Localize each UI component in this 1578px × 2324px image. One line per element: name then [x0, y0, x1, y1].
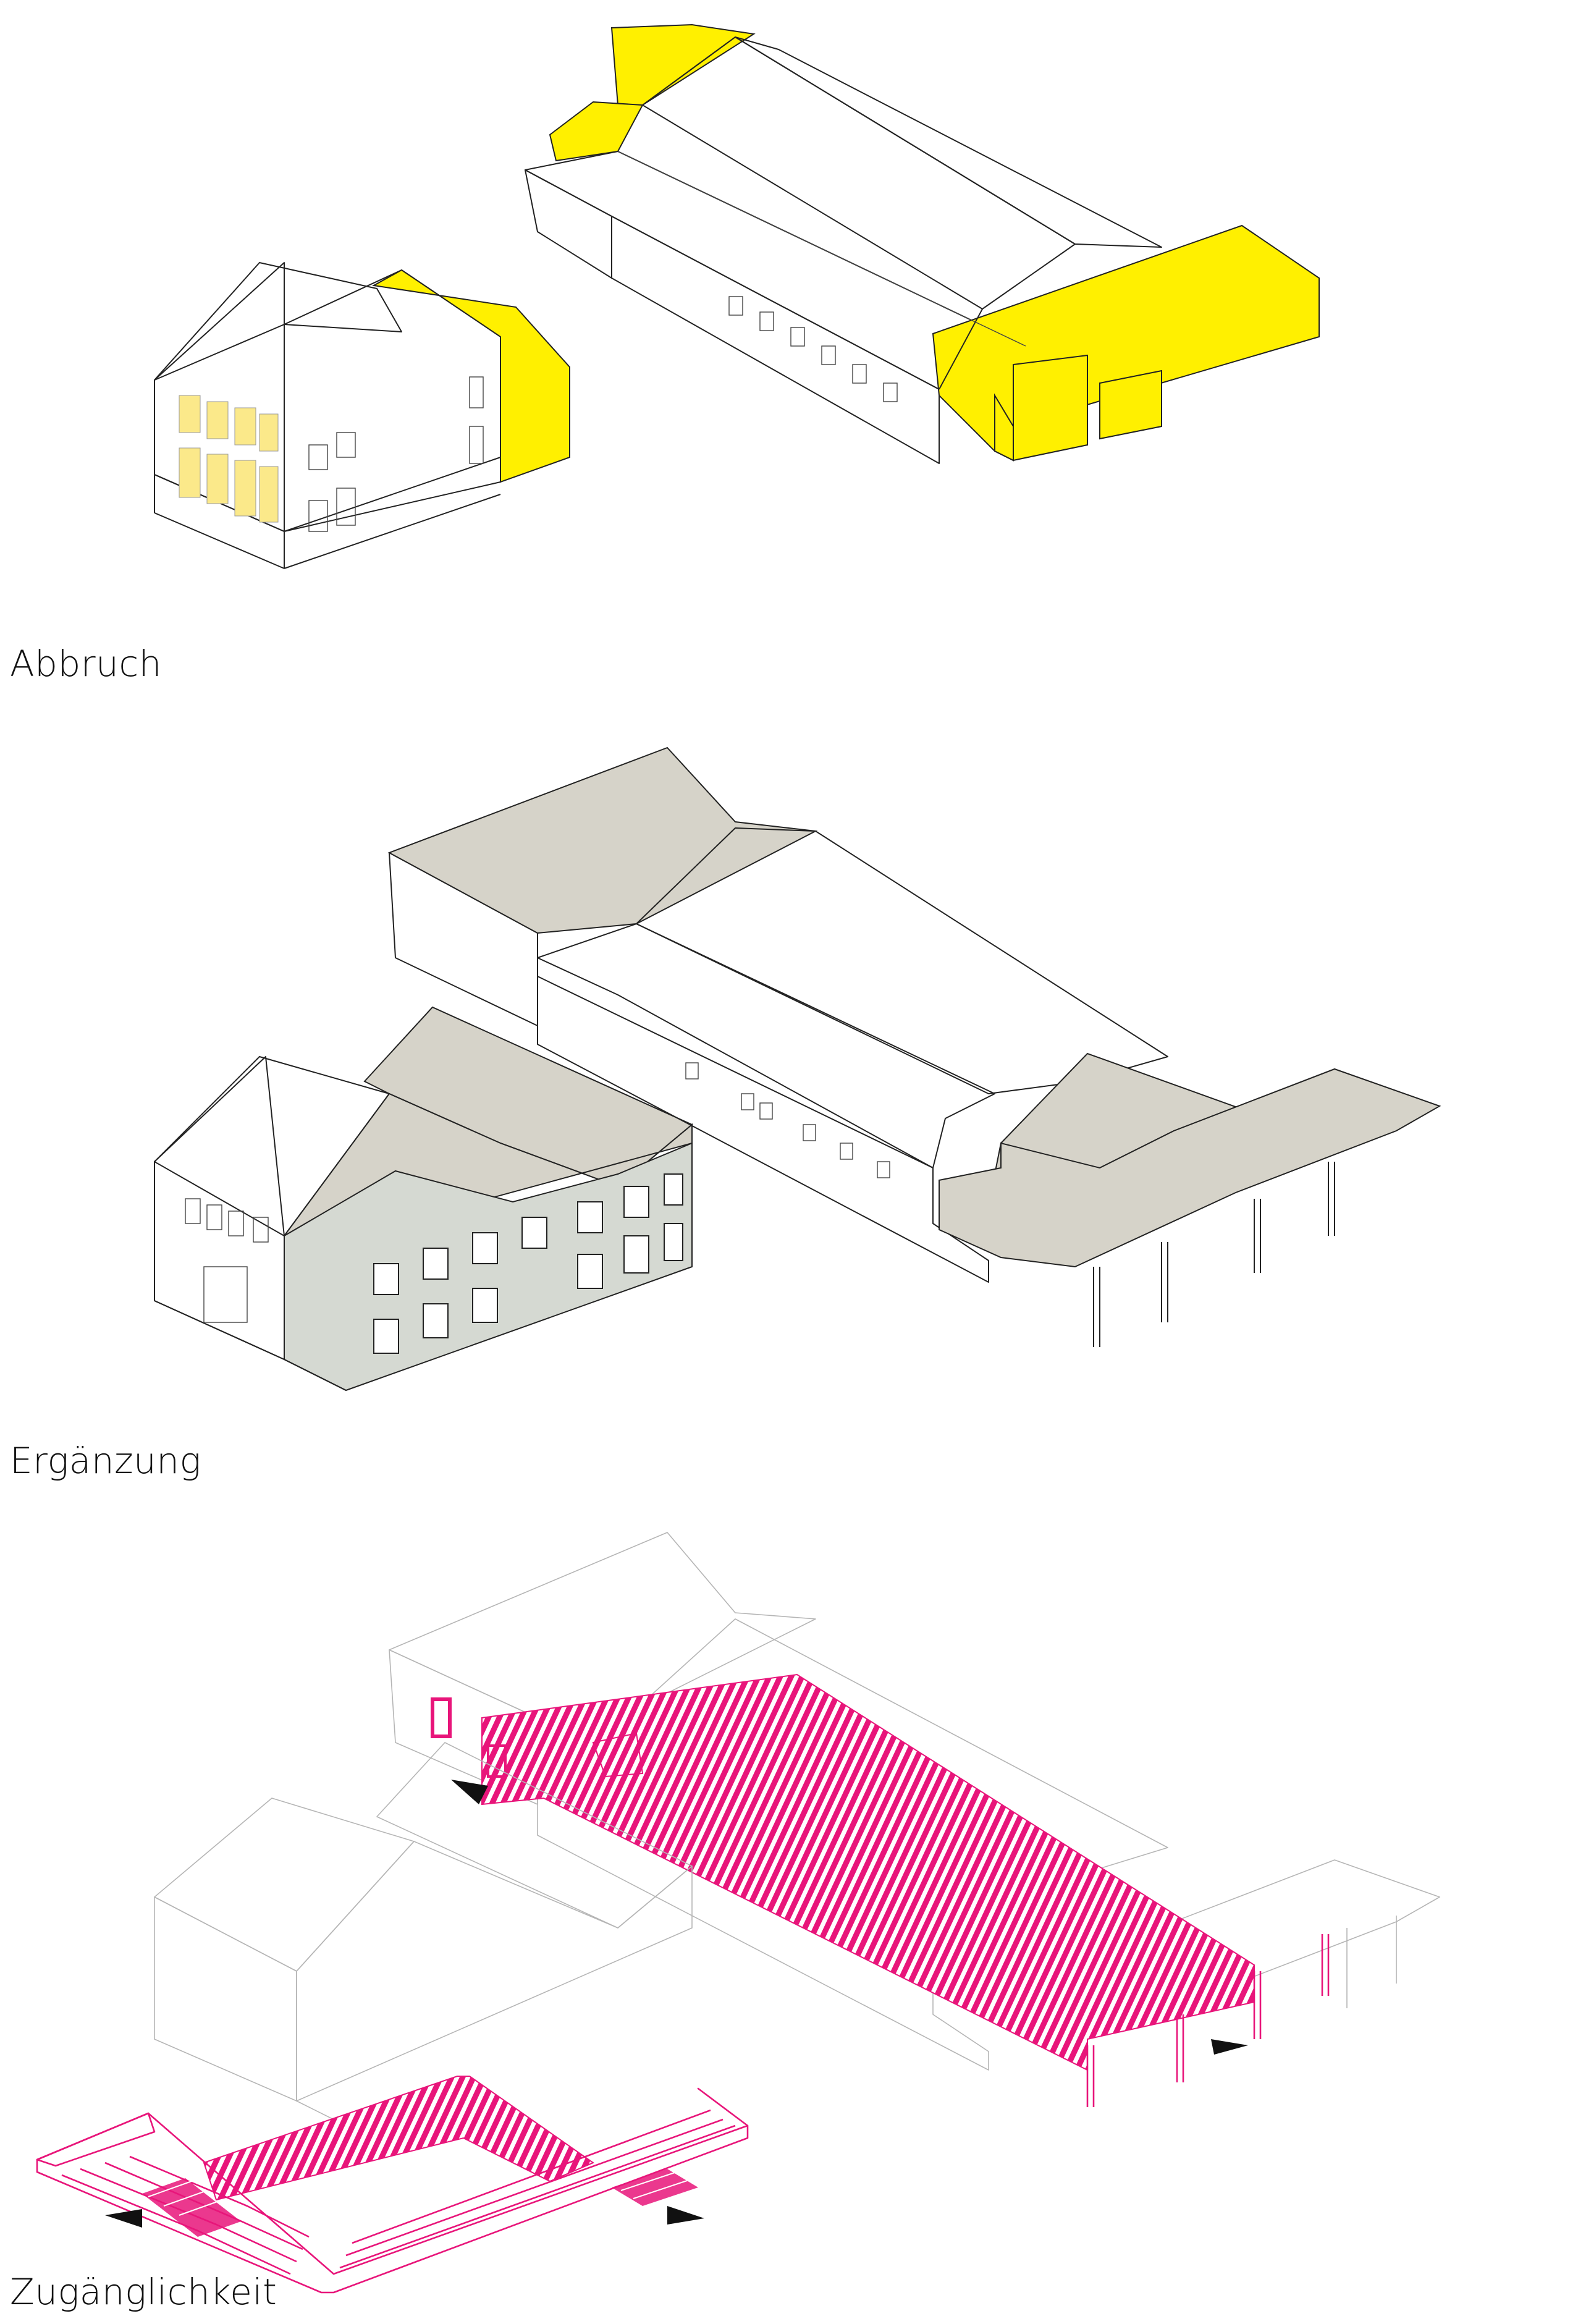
arrow-icon	[451, 1780, 488, 1804]
entrance-arrows	[105, 1780, 1248, 2228]
window	[308, 444, 328, 470]
window	[821, 345, 836, 365]
window	[308, 500, 328, 532]
addition-windows	[373, 1173, 683, 1354]
zugaenglichkeit-axonometric	[36, 1532, 1440, 2294]
house-left-extended	[154, 1006, 693, 1392]
stairs	[142, 2169, 698, 2237]
long-facade	[537, 976, 989, 1283]
long-roof-upper	[642, 36, 1076, 310]
window	[234, 460, 256, 517]
house-left-roof	[154, 262, 402, 381]
window	[336, 432, 356, 458]
window	[521, 1217, 547, 1249]
window	[423, 1248, 449, 1280]
caption-ergaenzung: Ergänzung	[10, 1440, 201, 1482]
stair-left	[142, 2178, 241, 2237]
window	[877, 1161, 890, 1178]
arrow-icon	[105, 2209, 142, 2228]
window	[623, 1235, 649, 1274]
window	[728, 296, 743, 316]
entrance-door	[487, 1744, 507, 1778]
window	[179, 447, 201, 498]
window	[336, 488, 356, 526]
front-windows	[185, 1198, 269, 1323]
added-hip-roof	[387, 746, 818, 934]
window	[179, 395, 201, 433]
panel-zugaenglichkeit: Zugänglichkeit	[0, 1495, 1578, 2324]
abbruch-axonometric	[154, 23, 1320, 569]
panel-abbruch: Abbruch	[0, 0, 1578, 698]
caption-zugaenglichkeit: Zugänglichkeit	[10, 2271, 277, 2313]
arrow-icon	[667, 2206, 704, 2225]
demolished-annex	[371, 269, 570, 483]
window	[759, 1102, 773, 1120]
window	[373, 1263, 399, 1295]
facade-windows	[685, 1062, 890, 1178]
window	[469, 426, 484, 464]
demolished-box	[1013, 354, 1088, 462]
facade-windows	[728, 296, 898, 402]
building-long	[525, 23, 1320, 464]
window	[664, 1223, 683, 1261]
window	[234, 407, 256, 446]
caption-abbruch: Abbruch	[10, 643, 162, 685]
long-roof-lower	[537, 923, 995, 1168]
long-roof-upper-right	[735, 36, 1162, 248]
window	[259, 413, 279, 452]
window	[185, 1198, 201, 1224]
window	[472, 1288, 498, 1323]
window	[664, 1173, 683, 1206]
accessible-courtyard-edge	[592, 1732, 644, 1778]
window	[803, 1124, 816, 1141]
ergaenzung-axonometric	[154, 746, 1441, 1392]
demolished-north-annex-low	[549, 101, 644, 162]
long-roof	[636, 827, 1168, 1094]
ghost-house-left	[154, 1742, 693, 2126]
accessible-courtyard	[481, 1673, 1255, 2071]
window	[259, 466, 279, 523]
stair-right	[612, 2169, 698, 2206]
window	[206, 1204, 222, 1230]
window	[253, 1217, 269, 1243]
window	[469, 376, 484, 408]
window	[840, 1143, 853, 1160]
window	[577, 1201, 603, 1233]
accessible-forecourt	[203, 2076, 595, 2201]
window	[685, 1062, 699, 1080]
demolished-north-annex	[610, 23, 756, 106]
demolished-windows	[179, 395, 279, 523]
arrow-icon	[1211, 2039, 1248, 2055]
panel-ergaenzung: Ergänzung	[0, 698, 1578, 1495]
door	[203, 1266, 248, 1323]
window	[206, 454, 229, 504]
window	[759, 311, 774, 331]
gable-end	[525, 169, 612, 279]
house-left	[154, 262, 570, 569]
house-left-front-wall	[154, 1056, 285, 1360]
entrance-door	[431, 1697, 452, 1738]
window	[228, 1211, 244, 1236]
window	[206, 401, 229, 439]
canopy-columns	[1093, 1162, 1335, 1347]
accessible-columns	[1086, 1934, 1330, 2107]
window	[790, 327, 805, 347]
window	[741, 1093, 754, 1110]
window	[623, 1186, 649, 1218]
window	[577, 1254, 603, 1289]
window	[423, 1303, 449, 1338]
demolished-box-small	[1099, 370, 1162, 440]
window	[472, 1232, 498, 1264]
window	[852, 364, 867, 384]
window	[883, 382, 898, 402]
window	[373, 1319, 399, 1354]
added-canopy	[939, 1068, 1441, 1268]
building-long-extended	[387, 746, 1441, 1347]
